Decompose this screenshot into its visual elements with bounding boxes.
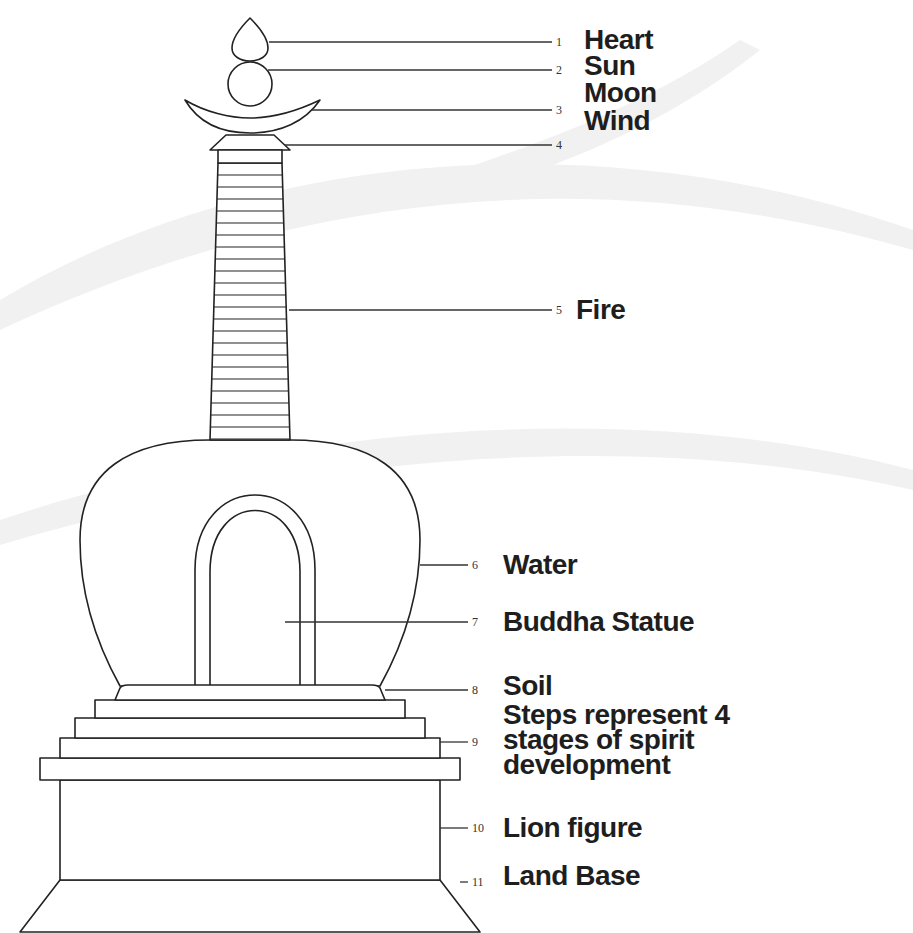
part-label: Water: [503, 551, 577, 579]
spire: [210, 163, 290, 440]
spire-ring: [216, 222, 283, 223]
land-base: [20, 880, 480, 932]
step: [95, 700, 405, 718]
heart-drop: [232, 18, 268, 61]
callout-number: 7: [472, 616, 478, 628]
callout-number: 10: [472, 822, 484, 834]
leader-line: [460, 881, 468, 882]
lion-block: [60, 780, 440, 880]
callout-number: 1: [556, 36, 562, 48]
spire-ring: [214, 306, 286, 307]
part-label: Steps represent 4 stages of spirit devel…: [503, 702, 778, 778]
leader-line: [285, 621, 468, 622]
spire-ring: [210, 438, 290, 439]
spire-ring: [213, 342, 287, 343]
part-label: Land Base: [503, 862, 640, 890]
leader-line: [285, 144, 552, 145]
spire-ring: [213, 318, 286, 319]
part-label: Fire: [576, 296, 625, 324]
leader-line: [269, 41, 552, 42]
part-label: Wind: [584, 107, 650, 135]
callout-number: 5: [556, 304, 562, 316]
spire-ring: [214, 294, 286, 295]
spire-ring: [212, 378, 288, 379]
spire-ring: [211, 390, 288, 391]
callout-number: 2: [556, 64, 562, 76]
leader-line: [289, 309, 552, 310]
spire-ring: [212, 354, 287, 355]
callout-number: 4: [556, 139, 562, 151]
spire-ring: [216, 246, 285, 247]
spire-ring: [215, 282, 286, 283]
part-label: Sun: [584, 52, 635, 80]
part-label: Lion figure: [503, 814, 642, 842]
spire-ring: [217, 198, 283, 199]
spire-ring: [213, 330, 287, 331]
part-label: Buddha Statue: [503, 608, 694, 636]
wind-piece: [210, 135, 290, 150]
niche-outer: [195, 495, 315, 690]
leader-line: [385, 689, 468, 690]
callout-number: 9: [472, 736, 478, 748]
spire-ring: [211, 414, 290, 415]
step: [40, 758, 460, 780]
wind-base: [218, 150, 282, 163]
spire-ring: [215, 258, 285, 259]
soil-slab: [115, 685, 385, 700]
callout-number: 8: [472, 684, 478, 696]
niche-inner: [210, 511, 300, 691]
spire-ring: [216, 234, 284, 235]
spire-ring: [215, 270, 285, 271]
leader-line: [420, 564, 468, 565]
callout-number: 6: [472, 559, 478, 571]
leader-line: [440, 827, 468, 828]
part-label: Heart: [584, 26, 653, 54]
sun-disc: [228, 62, 272, 106]
spire-ring: [217, 186, 282, 187]
leader-line: [440, 741, 468, 742]
callout-number: 11: [472, 876, 484, 888]
part-label: Soil: [503, 672, 552, 700]
spire-ring: [218, 174, 283, 175]
leader-line: [312, 109, 552, 110]
step: [75, 718, 425, 738]
leader-line: [268, 69, 552, 70]
spire-ring: [211, 402, 289, 403]
spire-ring: [217, 210, 284, 211]
spire-ring: [212, 366, 288, 367]
callout-number: 3: [556, 104, 562, 116]
spire-ring: [210, 426, 289, 427]
step: [60, 738, 440, 758]
part-label: Moon: [584, 79, 657, 107]
